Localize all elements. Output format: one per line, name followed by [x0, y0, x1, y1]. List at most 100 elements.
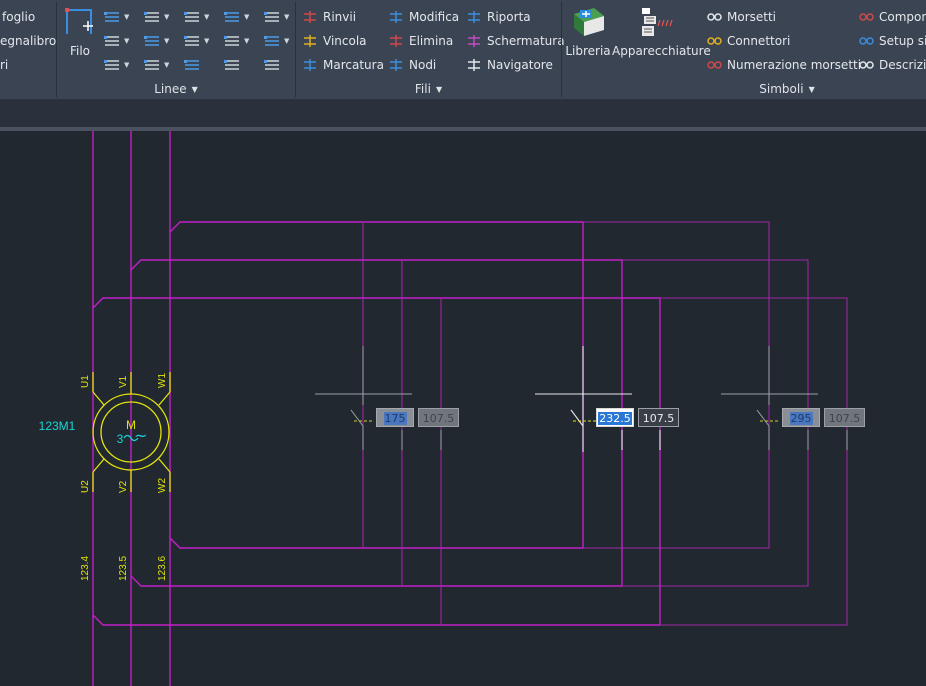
schermatura-label: Schermatura — [487, 34, 565, 48]
wire-angle-button[interactable]: ▼ — [143, 31, 173, 51]
wire-list-button[interactable]: ▼ — [263, 7, 293, 27]
chevron-down-icon: ▼ — [124, 61, 130, 69]
segnalibro-button[interactable]: egnalibro — [0, 31, 56, 51]
rinvii-button[interactable]: Rinvii — [302, 7, 356, 27]
morsetti-button[interactable]: Morsetti — [706, 7, 776, 27]
filo-label: Filo — [69, 44, 91, 58]
tilde-glyph: ~ — [134, 426, 148, 445]
wire-step-button[interactable]: ▼ — [143, 55, 173, 75]
modifica-icon — [390, 11, 402, 23]
terminal-label-top: U1 — [80, 375, 91, 388]
fili-panel-title[interactable]: Fili ▼ — [296, 80, 561, 98]
nodi-icon — [390, 59, 402, 71]
marcatura-button[interactable]: Marcatura — [302, 55, 384, 75]
simboli-title-label: Simboli — [759, 82, 804, 96]
wire-vert-button[interactable]: ▼ — [103, 55, 133, 75]
schermatura-button[interactable]: Schermatura — [466, 31, 565, 51]
chevron-down-icon: ▼ — [435, 85, 443, 94]
wire-bus-icon — [184, 12, 199, 22]
wire-cross-button[interactable]: ▼ — [263, 31, 293, 51]
wire-branch-button[interactable]: ▼ — [183, 31, 213, 51]
linee-title-label: Linee — [154, 82, 187, 96]
drawing-canvas[interactable]: 123M1 M 3 U1 V1 W1 U2 V2 W2 123.4 123.5 … — [0, 131, 926, 686]
apparecchiature-button[interactable]: Apparecchiature — [612, 4, 711, 58]
wire-gap-button[interactable]: ▼ — [223, 31, 253, 51]
vincola-button[interactable]: Vincola — [302, 31, 367, 51]
simboli-panel-title[interactable]: Simboli ▼ — [702, 80, 872, 98]
numerazione-morsetti-icon — [707, 61, 722, 69]
ri-label: ri — [0, 58, 9, 72]
foglio-button[interactable]: foglio — [2, 7, 35, 27]
wire-bracket-button[interactable] — [263, 55, 293, 75]
dynamic-input-secondary[interactable]: 107.5 — [824, 408, 865, 427]
chevron-down-icon: ▼ — [124, 13, 130, 21]
nodi-button[interactable]: Nodi — [388, 55, 436, 75]
dynamic-input-secondary[interactable]: 107.5 — [638, 408, 679, 427]
chevron-down-icon: ▼ — [284, 37, 290, 45]
wire-h-button[interactable]: ▼ — [103, 7, 133, 27]
elimina-button[interactable]: Elimina — [388, 31, 453, 51]
chevron-down-icon: ▼ — [164, 13, 170, 21]
apparecchiature-icon — [642, 8, 673, 36]
wire-ref-label: 123.4 — [80, 556, 91, 581]
wire-break-button[interactable] — [183, 55, 213, 75]
dynamic-input-value[interactable]: 295 — [782, 408, 820, 427]
morsetti-icon — [707, 13, 722, 21]
descrizione-button[interactable]: Descrizio — [858, 55, 926, 75]
wire-bend-button[interactable]: ▼ — [103, 31, 133, 51]
dynamic-input-value[interactable]: 232.5 — [596, 408, 634, 427]
terminal-label-bottom: V2 — [118, 480, 129, 493]
navigatore-label: Navigatore — [487, 58, 553, 72]
chevron-down-icon: ▼ — [244, 13, 250, 21]
setup-simboli-button[interactable]: Setup sim — [858, 31, 926, 51]
segnalibro-label: egnalibro — [0, 34, 57, 48]
modifica-button[interactable]: Modifica — [388, 7, 459, 27]
libreria-icon — [574, 8, 604, 36]
panel-separator — [56, 2, 57, 97]
numerazione-morsetti-label: Numerazione morsetti — [727, 58, 862, 72]
motor-symbol — [92, 372, 171, 492]
libreria-button[interactable]: Libreria — [564, 4, 612, 58]
wire-grid-button[interactable]: ▼ — [143, 7, 173, 27]
document-tab-strip — [0, 100, 926, 128]
connettori-label: Connettori — [727, 34, 791, 48]
wire-grid-icon — [144, 12, 159, 22]
lock-icon — [304, 35, 316, 47]
fili-title-label: Fili — [414, 82, 431, 96]
wire-bus-button[interactable]: ▼ — [183, 7, 213, 27]
filo-button[interactable]: Filo — [61, 4, 99, 58]
chevron-down-icon: ▼ — [284, 13, 290, 21]
rinvii-icon — [304, 11, 316, 23]
wire-cross-icon — [264, 36, 279, 46]
rinvii-label: Rinvii — [323, 10, 357, 24]
dynamic-input-text: 232.5 — [598, 412, 632, 425]
wire-ref-label: 123.5 — [118, 556, 129, 581]
dynamic-input-value[interactable]: 175 — [376, 408, 414, 427]
chevron-down-icon: ▼ — [808, 85, 815, 94]
dynamic-input-text: 107.5 — [422, 412, 455, 425]
wire-multi-button[interactable]: ▼ — [223, 7, 253, 27]
navigatore-button[interactable]: Navigatore — [466, 55, 553, 75]
wire-table-icon — [224, 60, 239, 70]
linee-panel-title[interactable]: Linee▼ — [57, 80, 295, 98]
wire-table-button[interactable] — [223, 55, 253, 75]
ri-button[interactable]: ri — [0, 55, 8, 75]
numerazione-morsetti-button[interactable]: Numerazione morsetti — [706, 55, 861, 75]
wire-gap-icon — [224, 36, 239, 46]
setup-simboli-label: Setup sim — [879, 34, 926, 48]
terminal-label-bottom: W2 — [157, 478, 168, 493]
dynamic-input-secondary[interactable]: 107.5 — [418, 408, 459, 427]
ribbon: foglio egnalibro ri Filo ▼ ▼ ▼ ▼ ▼ ▼ ▼ ▼ ▼ ▼ ▼ ▼ Li… — [0, 0, 926, 100]
vincola-label: Vincola — [323, 34, 367, 48]
filo-icon — [65, 8, 93, 34]
dynamic-input-text: 295 — [789, 412, 813, 425]
componenti-button[interactable]: Compone — [858, 7, 926, 27]
riporta-button[interactable]: Riporta — [466, 7, 531, 27]
connettori-button[interactable]: Connettori — [706, 31, 790, 51]
wire-loop-1 — [169, 221, 770, 549]
dynamic-input-text: 107.5 — [828, 412, 861, 425]
contact-symbol-2 — [535, 346, 661, 452]
navigatore-icon — [468, 59, 480, 71]
